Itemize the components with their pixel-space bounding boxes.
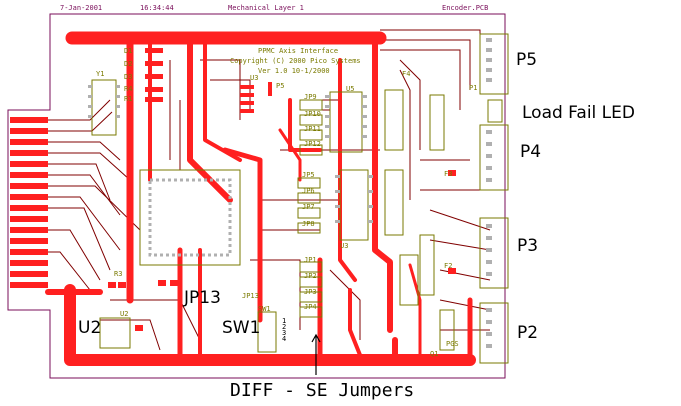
- des-d1: D1: [124, 47, 133, 55]
- callout-diff-se: DIFF - SE Jumpers: [230, 380, 415, 401]
- callout-load-fail: Load Fail LED: [522, 103, 635, 123]
- ic-u3: [339, 169, 369, 241]
- ic-rnet-q1: [439, 309, 455, 351]
- des-u5: U5: [346, 85, 355, 93]
- des-u3b: U3: [340, 242, 349, 250]
- ic-pads: [88, 85, 373, 223]
- ic-rnet-right2: [384, 169, 404, 236]
- callout-jp13: JP13: [184, 288, 221, 308]
- edge-connector-fingers: [10, 117, 48, 288]
- callout-p2: P2: [517, 323, 539, 343]
- des-r1: R1: [124, 95, 133, 103]
- board-copyright: Copyright (C) 2000 Pico Systems: [230, 57, 361, 65]
- des-jp1: JP1: [304, 256, 317, 264]
- des-f2: F2: [444, 262, 453, 270]
- des-p1: P1: [469, 84, 478, 92]
- ic-rnet-right: [384, 89, 404, 151]
- header-file: Encoder.PCB: [442, 4, 489, 12]
- main-ic: [139, 169, 241, 266]
- des-jp2: JP2: [304, 272, 317, 280]
- bottom-layer-traces: [48, 29, 491, 351]
- callout-p3: P3: [517, 236, 539, 256]
- header-time: 16:34:44: [140, 4, 174, 12]
- des-jp12: JP12: [304, 140, 321, 148]
- led-header: [487, 99, 503, 123]
- des-jp5: JP5: [302, 171, 315, 179]
- des-r3: R3: [114, 270, 123, 278]
- callout-u2: U2: [78, 318, 102, 338]
- des-jp3: JP3: [304, 288, 317, 296]
- connector-p2: [479, 302, 509, 364]
- diff-se-arrow: [311, 333, 321, 375]
- connector-p4: [479, 124, 509, 191]
- callout-p5: P5: [516, 50, 538, 70]
- board-version: Ver 1.0 10-1/2000: [258, 67, 330, 75]
- des-jumper-nums: 1 2 3 4: [282, 317, 287, 343]
- des-jp10: JP10: [304, 110, 321, 118]
- header-layer: Mechanical Layer 1: [228, 4, 304, 12]
- dip-ics: [91, 79, 455, 353]
- des-jp7: JP7: [302, 203, 315, 211]
- des-f3: F3: [444, 170, 453, 178]
- top-layer-power-traces: [45, 31, 476, 366]
- des-jp4: JP4: [304, 303, 317, 311]
- callout-p4: P4: [520, 142, 542, 162]
- des-y1: Y1: [96, 70, 105, 78]
- des-jp9: JP9: [304, 93, 317, 101]
- ic-y1: [91, 79, 117, 136]
- des-q1: Q1: [430, 350, 439, 358]
- des-d2: D2: [124, 60, 133, 68]
- ic-rnet-right3: [399, 254, 419, 306]
- connector-headers: [479, 33, 509, 364]
- des-u3: U3: [250, 74, 259, 82]
- des-jp8: JP8: [302, 220, 315, 228]
- ic-rnet-right4: [429, 94, 445, 151]
- ic-u2: [99, 317, 131, 349]
- des-u2: U2: [120, 310, 129, 318]
- ic-u5: [329, 91, 363, 153]
- connector-p5: [479, 33, 509, 95]
- des-r4: R4: [124, 85, 133, 93]
- des-pgs: PGS: [446, 340, 459, 348]
- des-jp11: JP11: [304, 125, 321, 133]
- ic-rnet-right5: [419, 234, 435, 296]
- connector-pins: [486, 38, 492, 348]
- connector-p3: [479, 217, 509, 289]
- des-jp6: JP6: [302, 187, 315, 195]
- des-jp13: JP13: [242, 292, 259, 300]
- des-f4: F4: [402, 70, 411, 78]
- jumper-blocks: [297, 99, 323, 318]
- des-d3: D3: [124, 73, 133, 81]
- header-date: 7-Jan-2001: [60, 4, 103, 12]
- des-p5-small: P5: [276, 82, 285, 90]
- board-outline: [7, 13, 506, 379]
- des-sw1: SW1: [258, 305, 271, 313]
- board-title: PPMC Axis Interface: [258, 47, 339, 55]
- callout-sw1: SW1: [222, 318, 261, 338]
- small-components: [108, 48, 456, 331]
- ic-sw1: [257, 311, 277, 353]
